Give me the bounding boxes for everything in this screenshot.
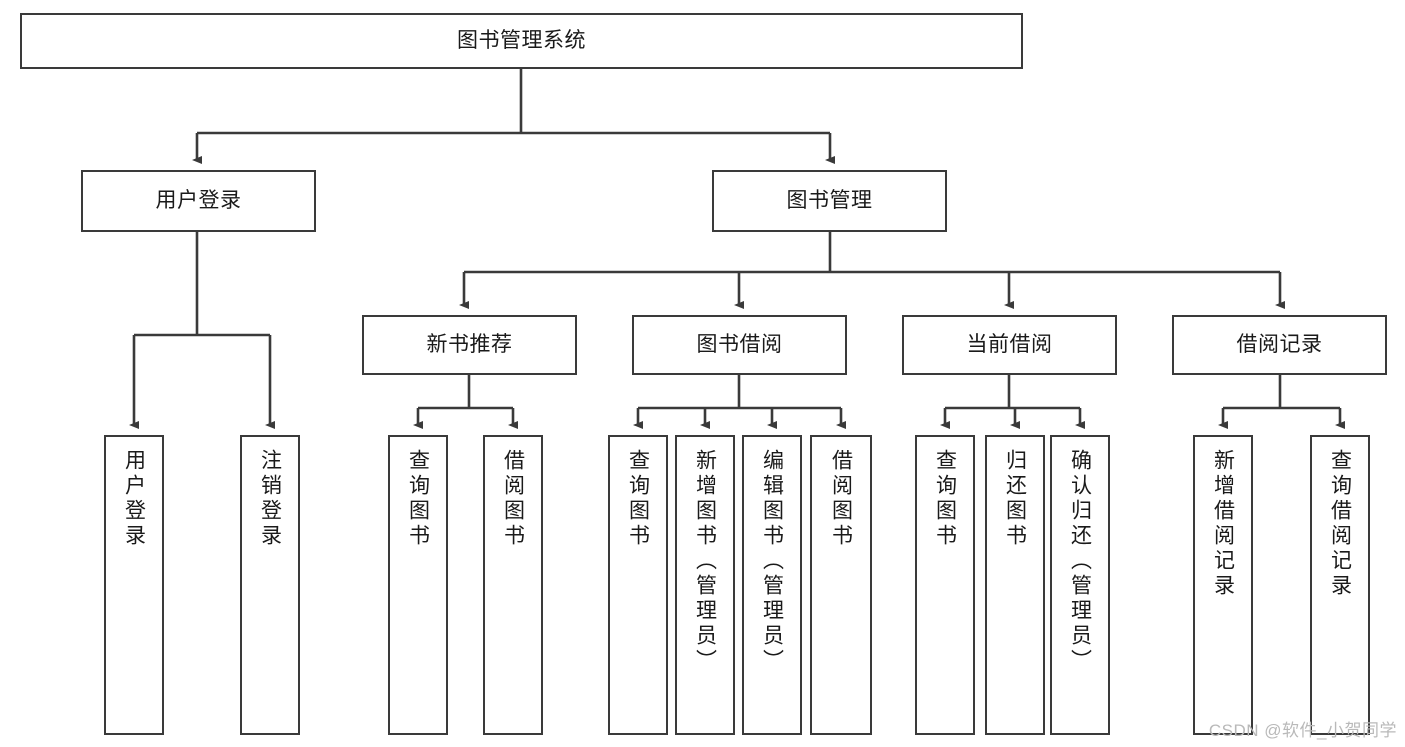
node-leaf-edit-book-label: 编辑图书（管理员） <box>760 449 784 674</box>
node-leaf-confirm-return-label: 确认归还（管理员） <box>1068 449 1092 674</box>
node-current-borrow[interactable]: 当前借阅 <box>902 315 1117 375</box>
node-leaf-add-book-label: 新增图书（管理员） <box>693 449 717 674</box>
node-book-borrow-label: 图书借阅 <box>696 332 783 356</box>
node-leaf-borrow-book-1-label: 借阅图书 <box>501 449 525 549</box>
node-leaf-query-book-2[interactable]: 查询图书 <box>608 435 668 735</box>
node-leaf-query-book-1-label: 查询图书 <box>406 449 430 549</box>
watermark-text: CSDN @软件_小贺同学 <box>1208 721 1397 740</box>
node-leaf-user-login[interactable]: 用户登录 <box>104 435 164 735</box>
node-leaf-user-login-label: 用户登录 <box>122 449 146 549</box>
node-root[interactable]: 图书管理系统 <box>20 13 1023 69</box>
node-leaf-return-book-label: 归还图书 <box>1003 449 1027 549</box>
node-leaf-query-book-3-label: 查询图书 <box>933 449 957 549</box>
node-leaf-logout-label: 注销登录 <box>258 449 282 549</box>
node-leaf-query-book-2-label: 查询图书 <box>626 449 650 549</box>
node-borrow-record[interactable]: 借阅记录 <box>1172 315 1387 375</box>
node-leaf-confirm-return[interactable]: 确认归还（管理员） <box>1050 435 1110 735</box>
node-root-label: 图书管理系统 <box>457 28 586 52</box>
node-borrow-record-label: 借阅记录 <box>1236 332 1323 356</box>
node-new-book-recommend-label: 新书推荐 <box>426 332 513 356</box>
node-leaf-query-book-1[interactable]: 查询图书 <box>388 435 448 735</box>
node-leaf-borrow-book-2-label: 借阅图书 <box>829 449 853 549</box>
node-book-manage-label: 图书管理 <box>786 188 873 212</box>
node-leaf-edit-book[interactable]: 编辑图书（管理员） <box>742 435 802 735</box>
node-leaf-query-record[interactable]: 查询借阅记录 <box>1310 435 1370 735</box>
node-leaf-logout[interactable]: 注销登录 <box>240 435 300 735</box>
node-book-borrow[interactable]: 图书借阅 <box>632 315 847 375</box>
node-leaf-return-book[interactable]: 归还图书 <box>985 435 1045 735</box>
node-user-login[interactable]: 用户登录 <box>81 170 316 232</box>
node-book-manage[interactable]: 图书管理 <box>712 170 947 232</box>
node-leaf-borrow-book-2[interactable]: 借阅图书 <box>810 435 872 735</box>
node-leaf-add-record-label: 新增借阅记录 <box>1211 449 1235 599</box>
node-leaf-query-book-3[interactable]: 查询图书 <box>915 435 975 735</box>
node-leaf-query-record-label: 查询借阅记录 <box>1328 449 1352 599</box>
node-leaf-add-record[interactable]: 新增借阅记录 <box>1193 435 1253 735</box>
node-current-borrow-label: 当前借阅 <box>966 332 1053 356</box>
node-user-login-label: 用户登录 <box>155 188 242 212</box>
node-leaf-borrow-book-1[interactable]: 借阅图书 <box>483 435 543 735</box>
node-leaf-add-book[interactable]: 新增图书（管理员） <box>675 435 735 735</box>
node-new-book-recommend[interactable]: 新书推荐 <box>362 315 577 375</box>
